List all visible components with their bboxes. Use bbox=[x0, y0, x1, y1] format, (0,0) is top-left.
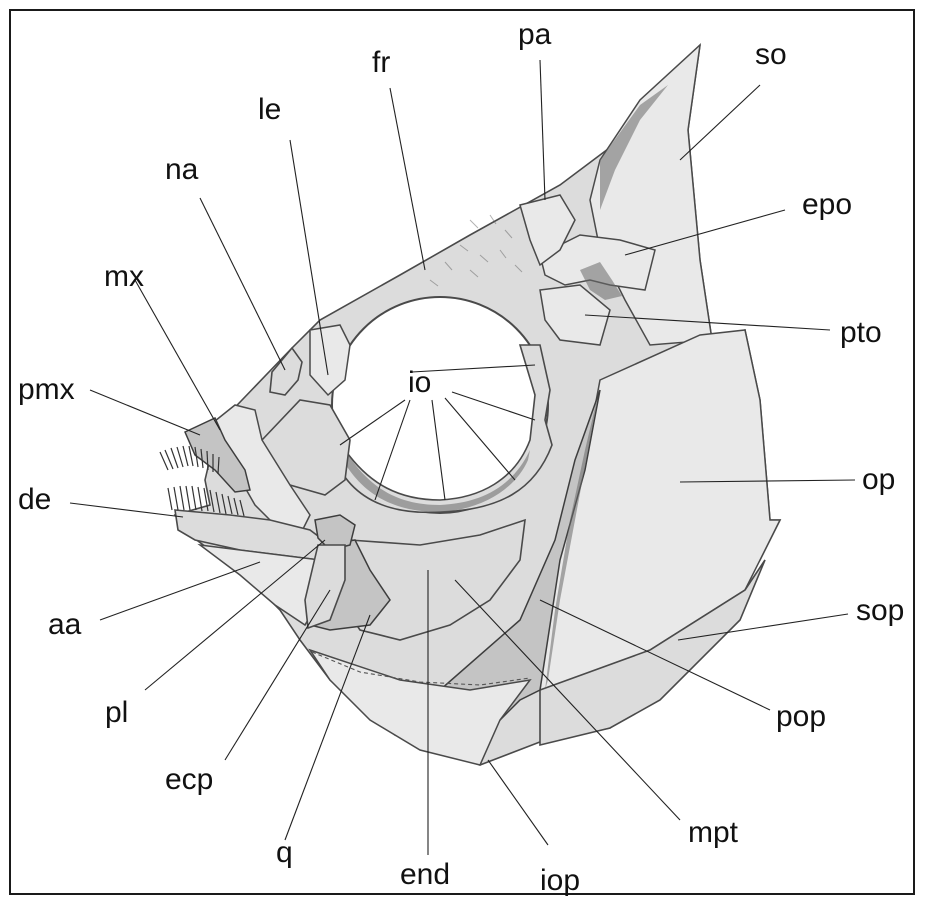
label-end: end bbox=[400, 860, 450, 890]
label-sop: sop bbox=[856, 596, 904, 626]
label-iop: iop bbox=[540, 866, 580, 896]
label-pmx: pmx bbox=[18, 375, 75, 405]
label-fr: fr bbox=[372, 48, 390, 78]
label-io: io bbox=[408, 368, 431, 398]
label-epo: epo bbox=[802, 190, 852, 220]
label-pop: pop bbox=[776, 702, 826, 732]
label-mpt: mpt bbox=[688, 818, 738, 848]
label-aa: aa bbox=[48, 610, 81, 640]
label-ecp: ecp bbox=[165, 765, 213, 795]
label-pl: pl bbox=[105, 698, 128, 728]
label-pto: pto bbox=[840, 318, 882, 348]
label-pa: pa bbox=[518, 20, 551, 50]
label-le: le bbox=[258, 95, 281, 125]
label-op: op bbox=[862, 465, 895, 495]
label-so: so bbox=[755, 40, 787, 70]
label-na: na bbox=[165, 155, 198, 185]
label-mx: mx bbox=[104, 262, 144, 292]
label-q: q bbox=[276, 838, 293, 868]
label-de: de bbox=[18, 485, 51, 515]
